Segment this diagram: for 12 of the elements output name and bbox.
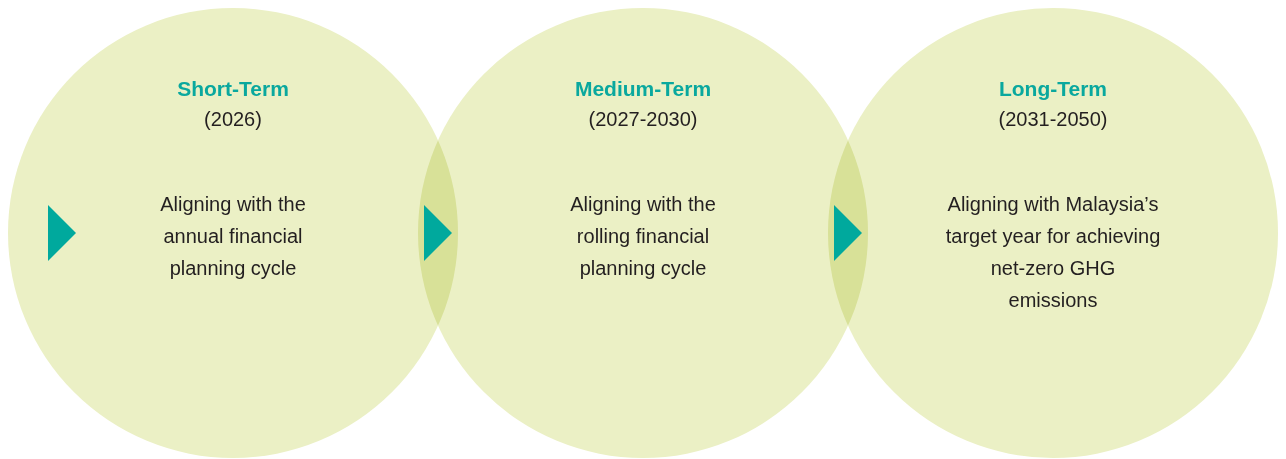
year-range: (2027-2030) [588,107,698,132]
description-text: Aligning with the annual financial planning cycle [159,192,307,281]
term-heading: Medium-Term [574,76,712,102]
description-text: Aligning with Malaysia’s target year for achieving net-zero GHG emissions [944,192,1162,313]
arrow [424,205,452,261]
year-range: (2026) [204,107,262,132]
description-text: Aligning with the rolling financial planning cycle [569,192,717,281]
arrow [48,205,76,261]
arrow [834,205,862,261]
term-heading: Short-Term [177,76,289,102]
term-heading: Long-Term [998,76,1108,102]
year-range: (2031-2050) [998,107,1108,132]
